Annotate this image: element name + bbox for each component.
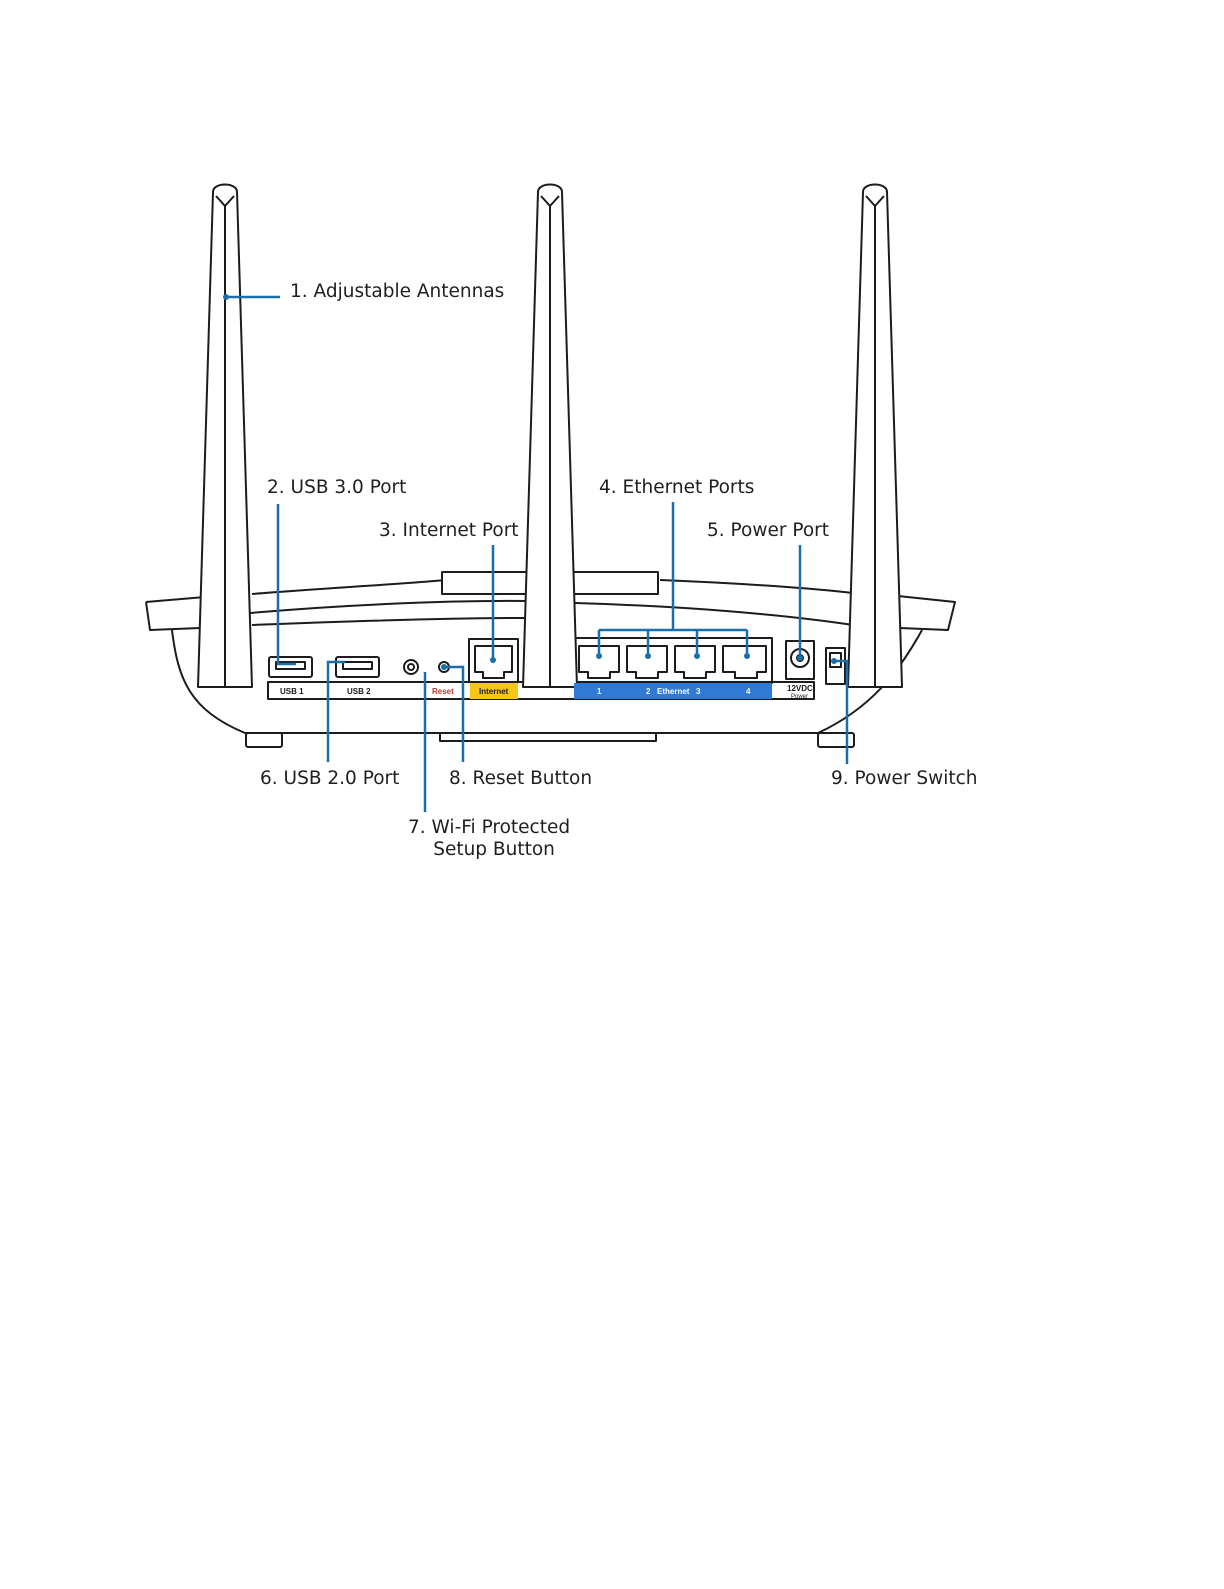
callout-line-usb30 [278, 504, 296, 664]
ethernet-4-label: 4 [746, 687, 751, 696]
callout-1-adjustable-antennas: 1. Adjustable Antennas [290, 281, 504, 303]
router-base-line [252, 618, 525, 625]
router-bottom-notch [440, 733, 656, 741]
callout-2-text: 2. USB 3.0 Port [267, 477, 406, 499]
callout-1-text: 1. Adjustable Antennas [290, 281, 504, 303]
callout-5-text: 5. Power Port [707, 520, 829, 542]
ethernet-2-label: 2 [646, 687, 651, 696]
usb1-label: USB 1 [280, 687, 304, 696]
callout-4-ethernet-ports: 4. Ethernet Ports [599, 477, 754, 499]
ethernet-3-label: 3 [696, 687, 701, 696]
callout-5-power-port: 5. Power Port [707, 520, 829, 542]
router-foot-left [246, 733, 282, 747]
router-foot-right [818, 733, 854, 747]
callout-7-text-line2: Setup Button [408, 839, 570, 861]
usb2-label: USB 2 [347, 687, 371, 696]
callout-3-internet-port: 3. Internet Port [379, 520, 519, 542]
callout-9-text: 9. Power Switch [831, 768, 978, 790]
callout-6-text: 6. USB 2.0 Port [260, 768, 399, 790]
power-voltage-label: 12VDC [787, 684, 813, 693]
callout-4-text: 4. Ethernet Ports [599, 477, 754, 499]
ethernet-1-label: 1 [597, 687, 602, 696]
internet-label: Internet [479, 687, 509, 696]
ethernet-block-shape [574, 638, 772, 683]
callout-9-power-switch: 9. Power Switch [831, 768, 978, 790]
callout-7-wps-button: 7. Wi-Fi Protected Setup Button [408, 817, 570, 861]
ethernet-label: Ethernet [657, 687, 690, 696]
callout-7-text-line1: 7. Wi-Fi Protected [408, 817, 570, 839]
callout-3-text: 3. Internet Port [379, 520, 519, 542]
reset-label: Reset [432, 687, 454, 696]
power-label: Power [791, 694, 808, 700]
wps-button-shape [404, 660, 418, 674]
callout-8-reset-button: 8. Reset Button [449, 768, 592, 790]
callout-8-text: 8. Reset Button [449, 768, 592, 790]
callout-6-usb20-port: 6. USB 2.0 Port [260, 768, 399, 790]
callout-2-usb30-port: 2. USB 3.0 Port [267, 477, 406, 499]
